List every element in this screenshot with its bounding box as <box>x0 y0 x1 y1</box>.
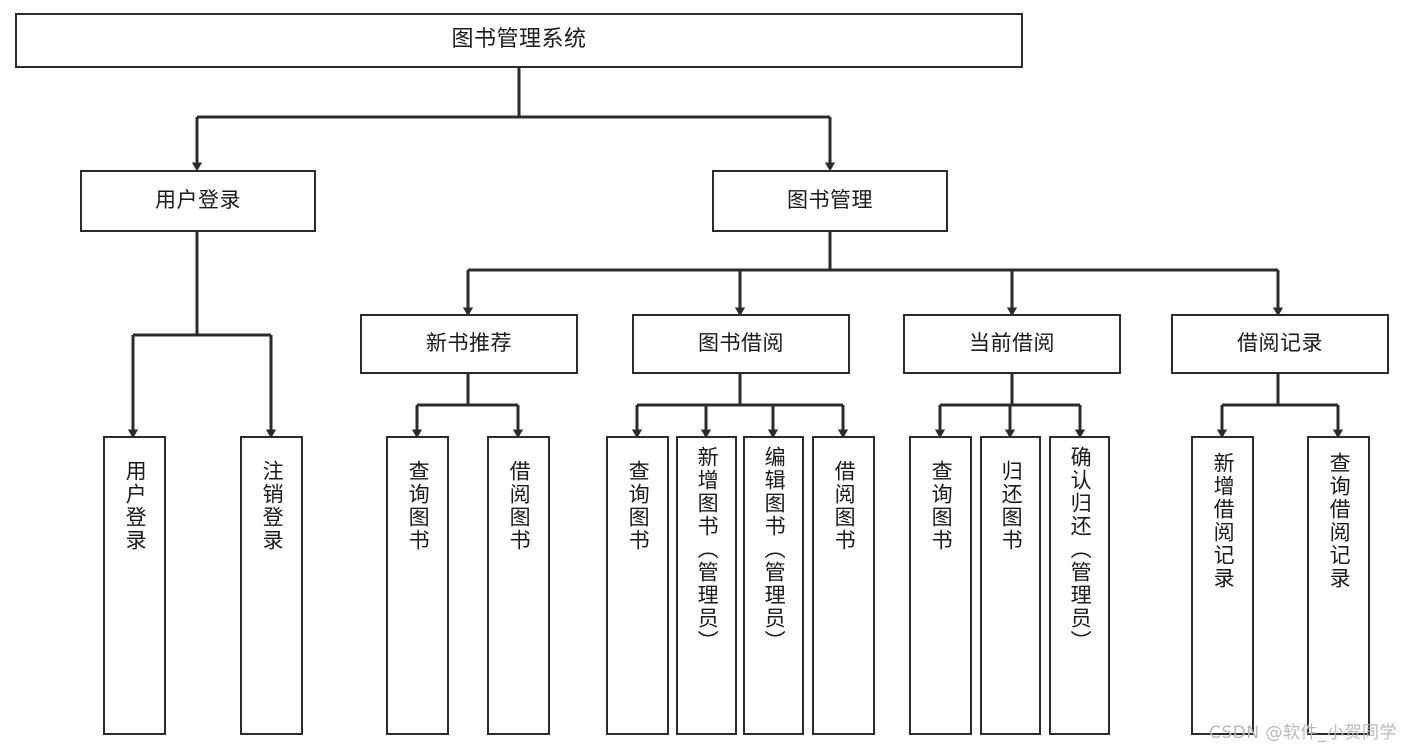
node-book-borrow-label: 图书借阅 <box>698 331 784 356</box>
node-current-borrow[interactable]: 当前借阅 <box>903 314 1121 374</box>
leaf-borrow-book-borrow-label: 借阅图书 <box>832 460 857 552</box>
leaf-query-book-recommend[interactable]: 查询图书 <box>386 436 449 735</box>
leaf-query-borrow-record-label: 查询借阅记录 <box>1327 452 1352 590</box>
leaf-query-borrow-record[interactable]: 查询借阅记录 <box>1307 436 1370 735</box>
leaf-return-book[interactable]: 归还图书 <box>980 436 1041 735</box>
node-book-management-label: 图书管理 <box>787 188 873 213</box>
leaf-edit-book-admin[interactable]: 编辑图书（管理员） <box>743 436 804 735</box>
node-user-login-label: 用户登录 <box>155 188 241 213</box>
leaf-query-book-borrow[interactable]: 查询图书 <box>606 436 669 735</box>
leaf-logout[interactable]: 注销登录 <box>240 436 303 735</box>
node-user-login[interactable]: 用户登录 <box>80 170 316 232</box>
node-current-borrow-label: 当前借阅 <box>969 331 1055 356</box>
csdn-watermark: CSDN @软件_小贺同学 <box>1209 723 1397 743</box>
leaf-borrow-book-borrow[interactable]: 借阅图书 <box>812 436 875 735</box>
leaf-logout-label: 注销登录 <box>260 460 285 552</box>
node-root-book-management-system[interactable]: 图书管理系统 <box>15 13 1023 68</box>
leaf-user-login[interactable]: 用户登录 <box>103 436 166 735</box>
node-borrow-record[interactable]: 借阅记录 <box>1171 314 1389 374</box>
leaf-query-book-current-label: 查询图书 <box>929 460 954 552</box>
leaf-query-book-borrow-label: 查询图书 <box>626 460 651 552</box>
node-book-management[interactable]: 图书管理 <box>712 170 948 232</box>
leaf-query-book-current[interactable]: 查询图书 <box>909 436 972 735</box>
node-book-borrow[interactable]: 图书借阅 <box>632 314 850 374</box>
leaf-borrow-book-recommend[interactable]: 借阅图书 <box>487 436 550 735</box>
leaf-borrow-book-recommend-label: 借阅图书 <box>507 460 532 552</box>
leaf-add-borrow-record-label: 新增借阅记录 <box>1211 452 1236 590</box>
leaf-user-login-label: 用户登录 <box>123 460 148 552</box>
leaf-return-book-label: 归还图书 <box>999 460 1024 552</box>
node-root-label: 图书管理系统 <box>451 27 587 53</box>
leaf-confirm-return-admin-label: 确认归还（管理员） <box>1068 446 1093 653</box>
leaf-add-borrow-record[interactable]: 新增借阅记录 <box>1191 436 1254 735</box>
leaf-query-book-recommend-label: 查询图书 <box>406 460 431 552</box>
node-borrow-record-label: 借阅记录 <box>1237 331 1323 356</box>
leaf-add-book-admin-label: 新增图书（管理员） <box>695 446 720 653</box>
leaf-add-book-admin[interactable]: 新增图书（管理员） <box>676 436 737 735</box>
node-new-book-recommend-label: 新书推荐 <box>426 331 512 356</box>
leaf-edit-book-admin-label: 编辑图书（管理员） <box>762 446 787 653</box>
leaf-confirm-return-admin[interactable]: 确认归还（管理员） <box>1049 436 1110 735</box>
node-new-book-recommend[interactable]: 新书推荐 <box>360 314 578 374</box>
